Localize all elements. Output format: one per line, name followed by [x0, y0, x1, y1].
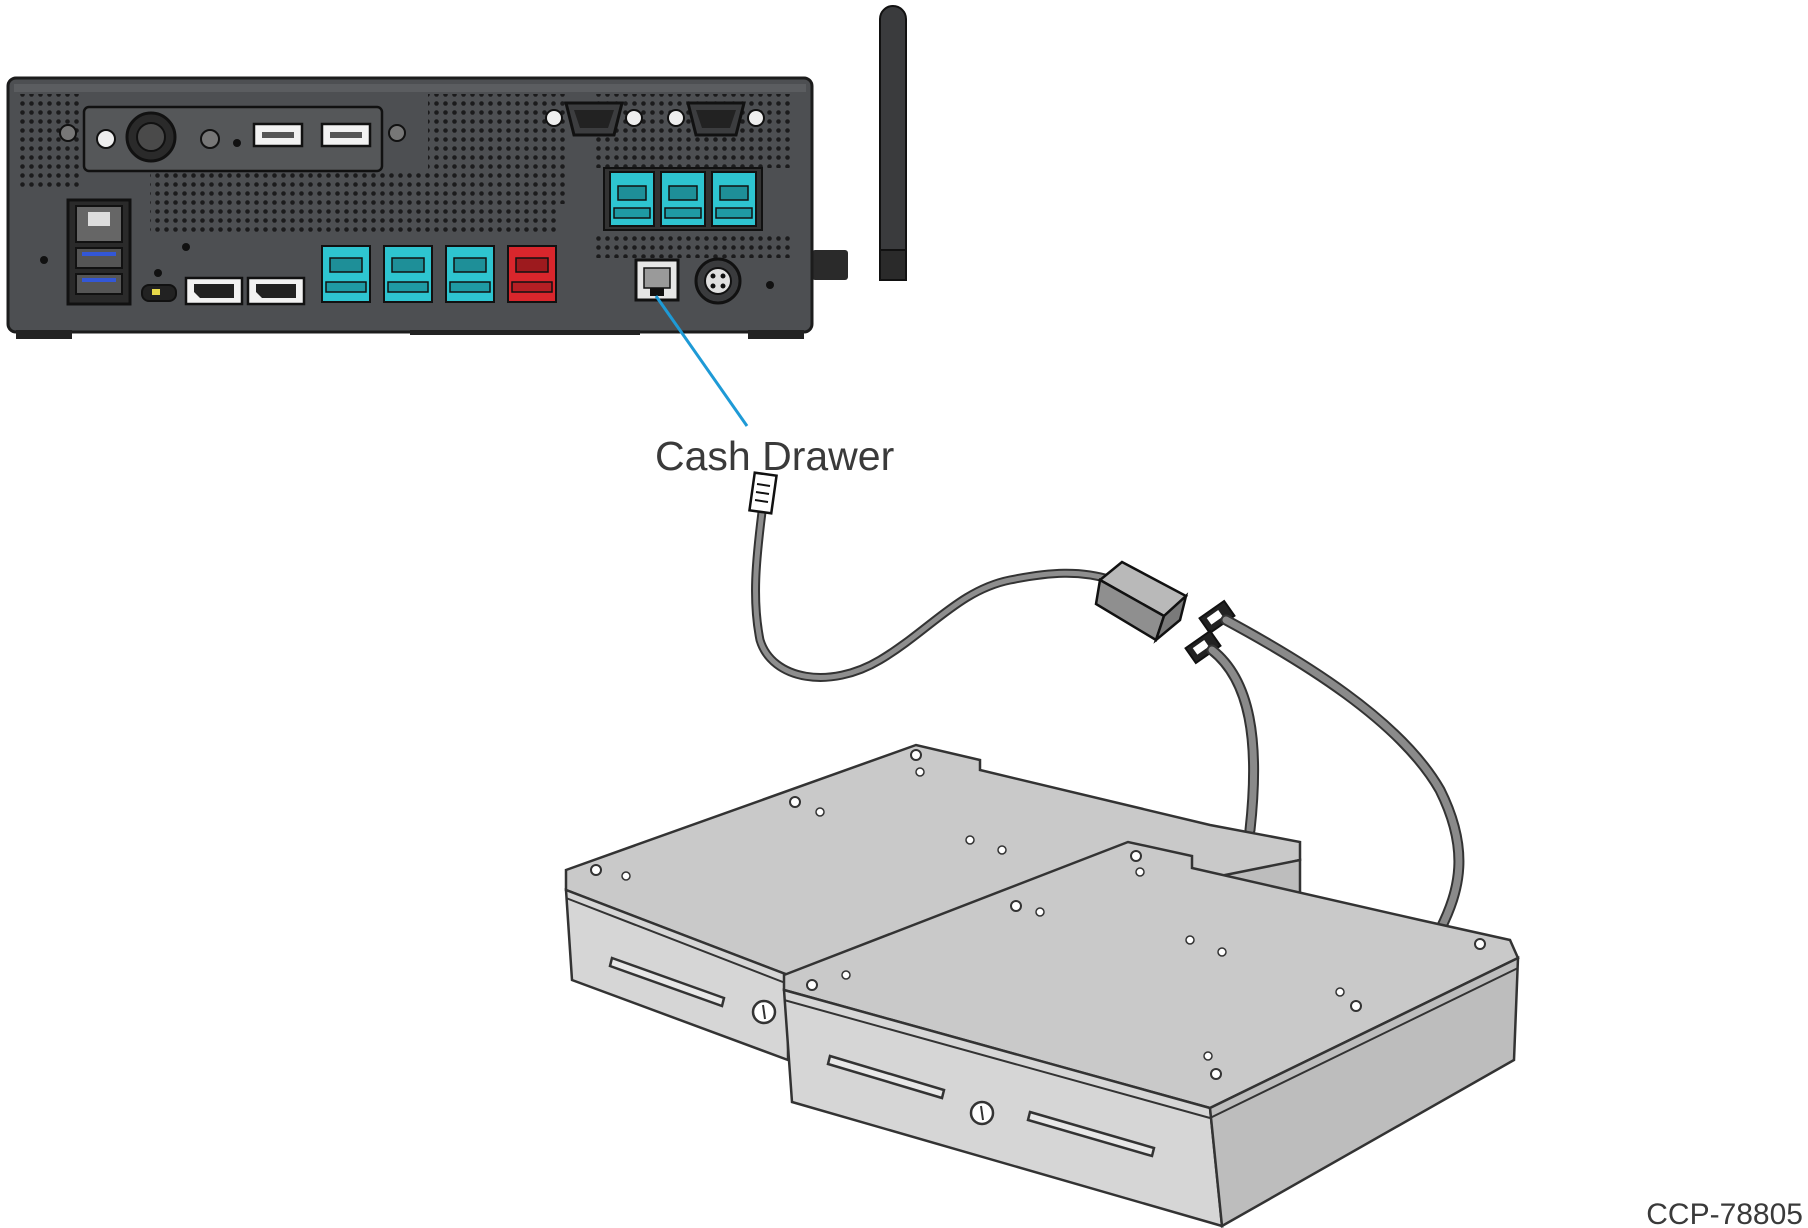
panel-screw-icon: [388, 124, 406, 142]
serial-port: [667, 101, 765, 137]
pos-terminal: [6, 5, 907, 339]
vent-grille: [428, 94, 568, 204]
figure-id: CCP-78805: [1646, 1198, 1803, 1228]
powered-usb-port: [711, 171, 757, 227]
drawer-screw-icon: [1130, 850, 1142, 862]
serial-port: [545, 101, 643, 137]
panel-screw-icon: [200, 129, 220, 149]
powered-usb-port: [660, 171, 706, 227]
powered-usb-port: [383, 245, 433, 303]
display-port: [184, 276, 244, 306]
drawer-screw-icon: [1350, 1000, 1362, 1012]
cash-drawer-y-cable: [748, 471, 1465, 936]
wifi-antenna: [812, 5, 907, 281]
rj-plug-icon: [1184, 629, 1222, 665]
lan-usb-stack: [66, 198, 132, 306]
panel-screw-icon: [59, 124, 77, 142]
cash-drawer-front: [782, 840, 1520, 1228]
io-panel-top-left: [59, 105, 406, 173]
drawer-screw-icon: [1010, 900, 1022, 912]
cash-drawer-label: Cash Drawer: [655, 433, 894, 479]
powered-usb-24v-port: [507, 245, 557, 303]
vent-grille: [592, 232, 792, 258]
y-splitter-housing: [1094, 560, 1189, 644]
powered-usb-port-group: [603, 167, 763, 231]
rj-plug-icon: [1198, 599, 1236, 635]
drawer-screw-icon: [806, 979, 818, 991]
display-port: [246, 276, 306, 306]
power-din-connector: [694, 257, 742, 305]
vent-grille: [20, 94, 80, 190]
drawer-screw-icon: [590, 864, 602, 876]
drawer-screw-icon: [1210, 1068, 1222, 1080]
panel-screw-icon: [96, 129, 116, 149]
drawer-screw-icon: [910, 749, 922, 761]
powered-usb-port: [321, 245, 371, 303]
callout-leader-line: [654, 295, 749, 427]
drawer-screw-icon: [1474, 938, 1486, 950]
powered-usb-port: [609, 171, 655, 227]
cash-drawer-port: [634, 258, 680, 302]
drawer-screw-icon: [789, 796, 801, 808]
powered-usb-port: [445, 245, 495, 303]
cash-drawer-back: [564, 743, 1302, 1062]
rj-plug-icon: [748, 471, 778, 515]
